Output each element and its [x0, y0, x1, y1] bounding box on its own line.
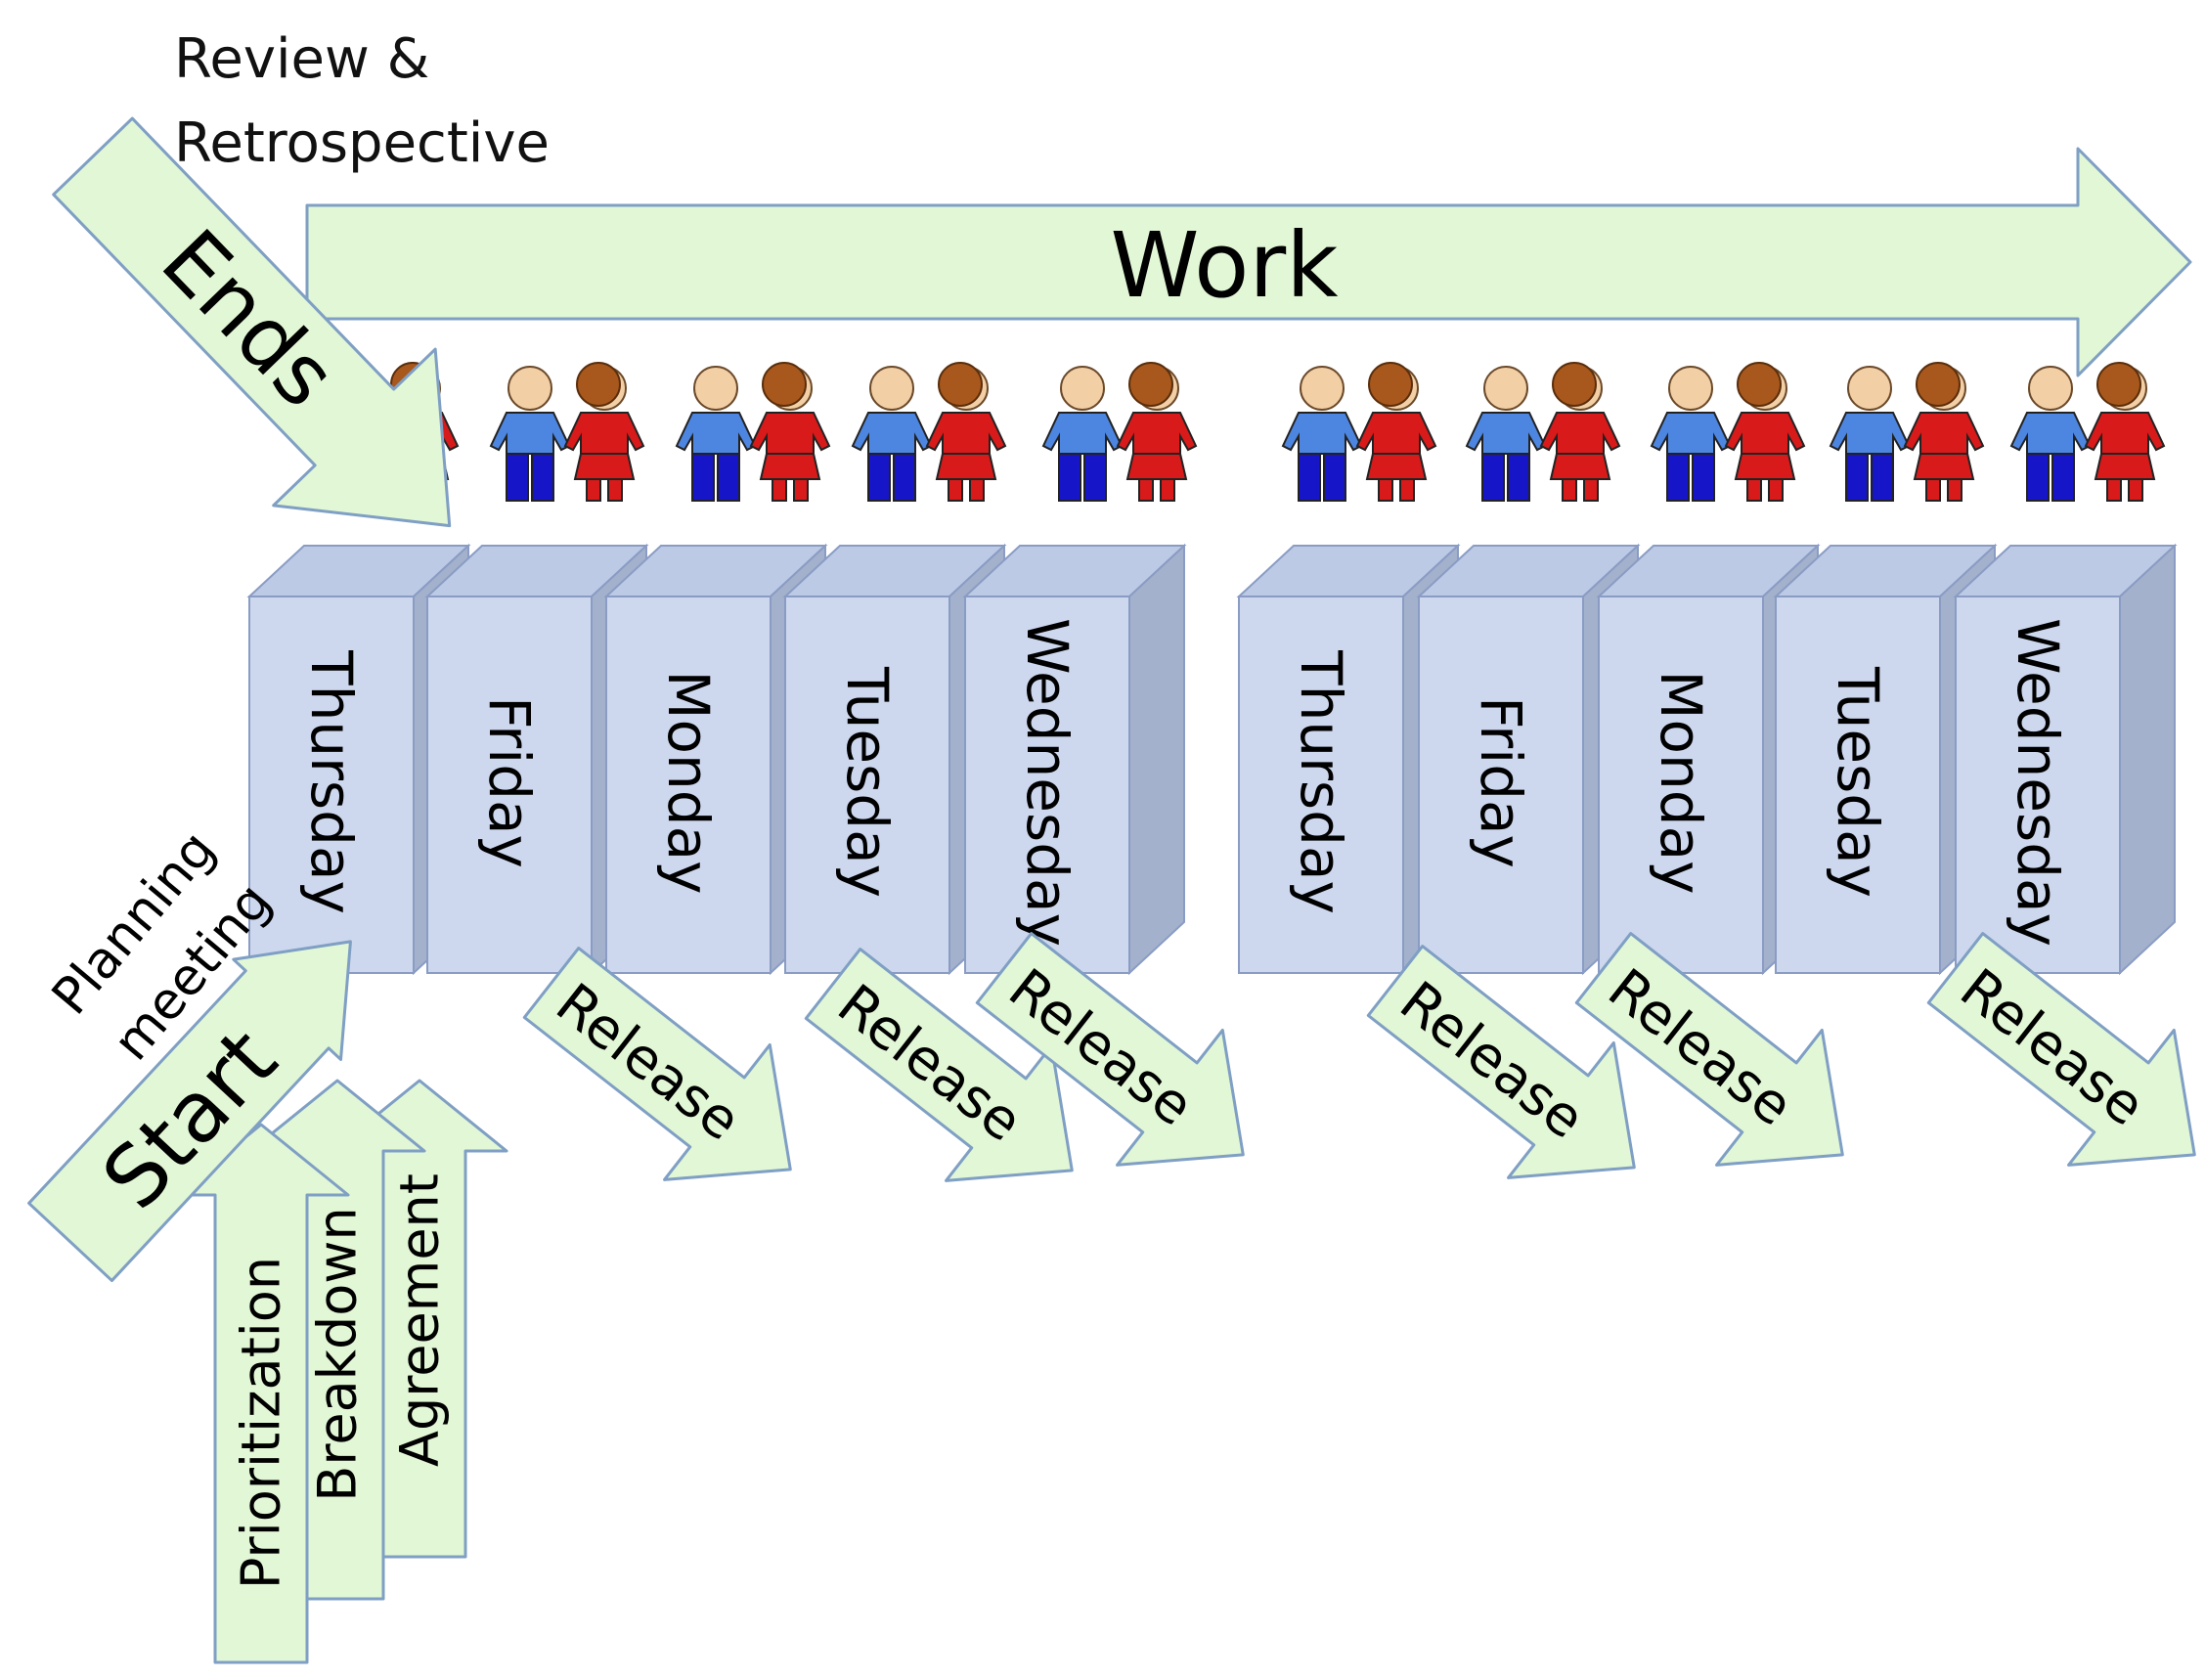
day-block: Wednesday — [1953, 543, 2178, 976]
agreement-label: Agreement — [389, 1173, 451, 1467]
day-label: Wednesday — [1014, 618, 1080, 947]
day-block-front — [426, 596, 593, 974]
day-label: Wednesday — [2005, 618, 2071, 947]
review-label-line2: Retrospective — [174, 111, 550, 175]
day-block-front — [1418, 596, 1584, 974]
day-label: Friday — [476, 696, 543, 868]
developer-pair-icon — [489, 362, 645, 502]
developer-pair-icon — [1465, 362, 1621, 502]
review-retrospective-label: Review & Retrospective — [174, 18, 550, 186]
day-label: Tuesday — [1825, 666, 1891, 898]
blue-person-icon — [1465, 366, 1547, 502]
day-block-side — [2119, 543, 2176, 976]
day-label: Tuesday — [834, 666, 901, 898]
day-block-front — [1238, 596, 1404, 974]
developer-pair-icon — [1281, 362, 1437, 502]
prioritization-label: Prioritization — [231, 1257, 292, 1589]
ends-arrow: Ends — [52, 116, 452, 528]
blue-person-icon — [1650, 366, 1732, 502]
day-block-front — [1775, 596, 1941, 974]
day-block-front — [1598, 596, 1764, 974]
blue-person-icon — [675, 366, 757, 502]
blue-person-icon — [851, 366, 933, 502]
work-arrow — [305, 147, 2192, 377]
day-label: Monday — [655, 671, 722, 895]
day-label: Monday — [1648, 671, 1714, 895]
day-label: Thursday — [1288, 649, 1354, 914]
day-block-front — [784, 596, 950, 974]
day-blocks: Thursday Friday Monday Tuesday Wednesday Thur… — [246, 543, 2178, 976]
day-block-front — [248, 596, 415, 974]
breakdown-label: Breakdown — [307, 1207, 369, 1501]
day-block-front — [605, 596, 772, 974]
blue-person-icon — [2009, 366, 2092, 502]
prioritization-arrow: Prioritization — [172, 1123, 350, 1664]
day-block-front — [1955, 596, 2121, 974]
developer-pair-icon — [2009, 362, 2166, 502]
day-label: Thursday — [298, 649, 365, 914]
blue-person-icon — [489, 366, 571, 502]
day-block-side — [1128, 543, 1185, 976]
developer-pair-icon — [1650, 362, 1806, 502]
work-label: Work — [1111, 213, 1340, 318]
blue-person-icon — [1041, 366, 1124, 502]
blue-person-icon — [1829, 366, 1911, 502]
day-label: Friday — [1468, 696, 1534, 868]
day-block: Wednesday — [962, 543, 1187, 976]
work-layer: Work — [305, 147, 2192, 377]
day-block-front — [964, 596, 1130, 974]
developer-pair-icon — [851, 362, 1007, 502]
developer-pair-icon — [675, 362, 831, 502]
day-block: Thursday — [1236, 543, 1461, 976]
blue-person-icon — [1281, 366, 1363, 502]
ends-layer: Ends — [52, 116, 452, 528]
review-label-line1: Review & — [174, 27, 430, 91]
people-row — [303, 362, 2166, 502]
developer-pair-icon — [1041, 362, 1198, 502]
developer-pair-icon — [1829, 362, 1985, 502]
